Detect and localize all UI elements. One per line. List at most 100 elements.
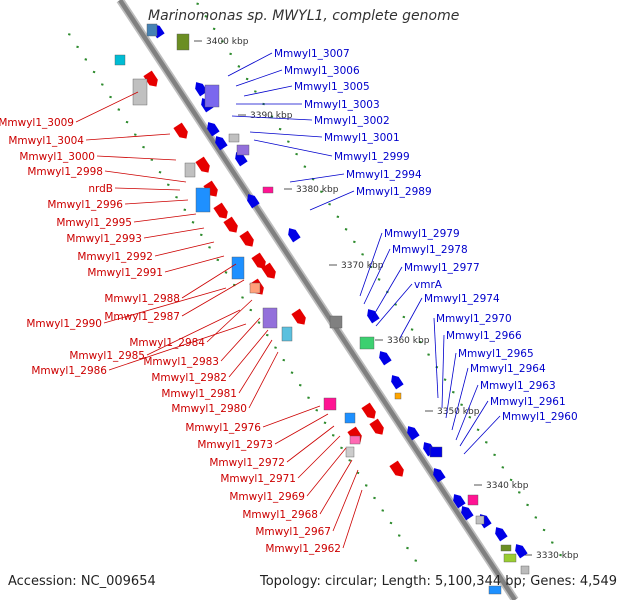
track-dash-outer-right [460,403,463,406]
reverse-gene-arrow-shape [391,375,404,390]
forward-gene-label: Mmwyl1_2996 [47,199,123,211]
forward-gene-label: Mmwyl1_2984 [129,337,205,349]
track-dash-outer-left [282,358,286,362]
track-dash-outer-left [158,170,162,174]
reverse-leader-line [227,52,273,77]
track-dash-outer-left [331,434,335,437]
reverse-gene-arrow-shape [495,527,508,542]
forward-gene-label: Mmwyl1_3009 [0,117,74,129]
track-dash-outer-right [402,315,406,319]
track-dash-outer-left [142,145,145,149]
track-dash-outer-left [208,246,211,249]
reverse-leader-line [441,334,445,409]
forward-leader-line [297,435,341,479]
forward-leader-line [146,309,241,356]
track-dash-outer-left [183,208,187,212]
feature-box [429,446,443,458]
reverse-leader-line [243,85,293,97]
track-dash-outer-left [307,396,310,399]
reverse-leader-line [375,283,413,327]
feature-box [231,256,245,280]
track-dash-outer-right [509,478,513,482]
reverse-gene-arrow [515,544,528,559]
feature-box [184,162,196,178]
forward-gene-arrow-shape [213,202,228,219]
forward-leader-line [114,187,181,191]
track-dash-outer-right [278,127,282,131]
reverse-gene-arrow [407,426,420,441]
track-dash-outer-right [221,40,224,43]
forward-leader-line [248,351,279,409]
track-dash-outer-right [542,528,546,532]
map-title: Marinomonas sp. MWYL1, complete genome [148,8,460,24]
track-dash-outer-left [397,534,401,537]
forward-gene-arrow [261,262,276,279]
forward-gene-arrow-shape [291,308,306,325]
reverse-gene-arrow-shape [215,136,228,151]
track-dash-outer-right [336,215,340,219]
reverse-gene-label: Mmwyl1_2965 [458,348,534,360]
forward-gene-label: Mmwyl1_2993 [66,233,142,245]
forward-gene-arrow-shape [143,70,158,87]
track-dash-outer-right [517,491,521,494]
reverse-leader-line [309,190,355,211]
forward-leader-line [143,227,205,239]
reverse-gene-arrow [288,228,301,243]
feature-box [344,412,356,424]
forward-gene-label: Mmwyl1_2969 [229,491,305,503]
kbp-tick-label: 3330 kbp [536,551,579,561]
track-dash-outer-right [352,240,356,244]
feature-box [146,23,158,37]
track-dash-outer-right [237,65,241,68]
reverse-gene-label: Mmwyl1_3001 [324,132,400,144]
kbp-tick-label: 3360 kbp [387,336,430,346]
reverse-gene-label: Mmwyl1_2999 [334,151,410,163]
feature-box [176,33,190,51]
reverse-gene-label: Mmwyl1_3007 [274,48,350,60]
kbp-tick-label: 3400 kbp [206,37,249,47]
track-dash-outer-left [191,221,195,224]
forward-leader-line [103,287,227,324]
forward-leader-line [181,263,237,299]
forward-gene-label: Mmwyl1_3004 [8,135,84,147]
feature-box [323,397,337,411]
forward-leader-line [220,317,261,362]
forward-gene-label: Mmwyl1_3000 [19,151,95,163]
track-dash-outer-left [249,308,253,312]
feature-layer [114,23,530,595]
reverse-gene-label: Mmwyl1_2994 [346,169,422,181]
feature-box [195,187,211,213]
forward-gene-arrow [389,460,404,477]
forward-gene-arrow [143,70,158,87]
forward-gene-arrow-shape [203,180,218,197]
track-dash-outer-left [381,509,385,512]
forward-leader-line [154,241,215,257]
forward-gene-label: Mmwyl1_2982 [151,372,227,384]
track-dash-outer-right [295,152,298,156]
kbp-tick-label: 3380 kbp [296,185,339,195]
reverse-gene-arrow-shape [407,426,420,441]
feature-box [475,515,485,525]
reverse-gene-label: Mmwyl1_3006 [284,65,360,77]
track-dash-outer-right [476,428,480,432]
forward-gene-arrow [223,216,238,233]
track-dash-outer-right [328,202,331,206]
reverse-gene-arrow-shape [453,494,466,509]
forward-leader-line [124,199,189,205]
forward-gene-label: Mmwyl1_2986 [31,365,107,377]
track-dash-outer-right [559,553,562,557]
feature-box [500,544,512,552]
forward-gene-label: Mmwyl1_2972 [209,457,285,469]
reverse-gene-label: vmrA [414,279,443,291]
track-dash-outer-left [199,233,203,237]
forward-gene-label: Mmwyl1_2973 [197,439,273,451]
forward-gene-arrow-shape [251,252,266,269]
feature-box [249,282,261,294]
kbp-tick-label: 3370 kbp [341,261,384,271]
forward-gene-label: Mmwyl1_2981 [161,388,237,400]
forward-leader-line [319,459,353,515]
track-dash-outer-right [418,340,422,344]
reverse-gene-label: Mmwyl1_2979 [384,228,460,240]
track-dash-outer-right [484,441,488,444]
